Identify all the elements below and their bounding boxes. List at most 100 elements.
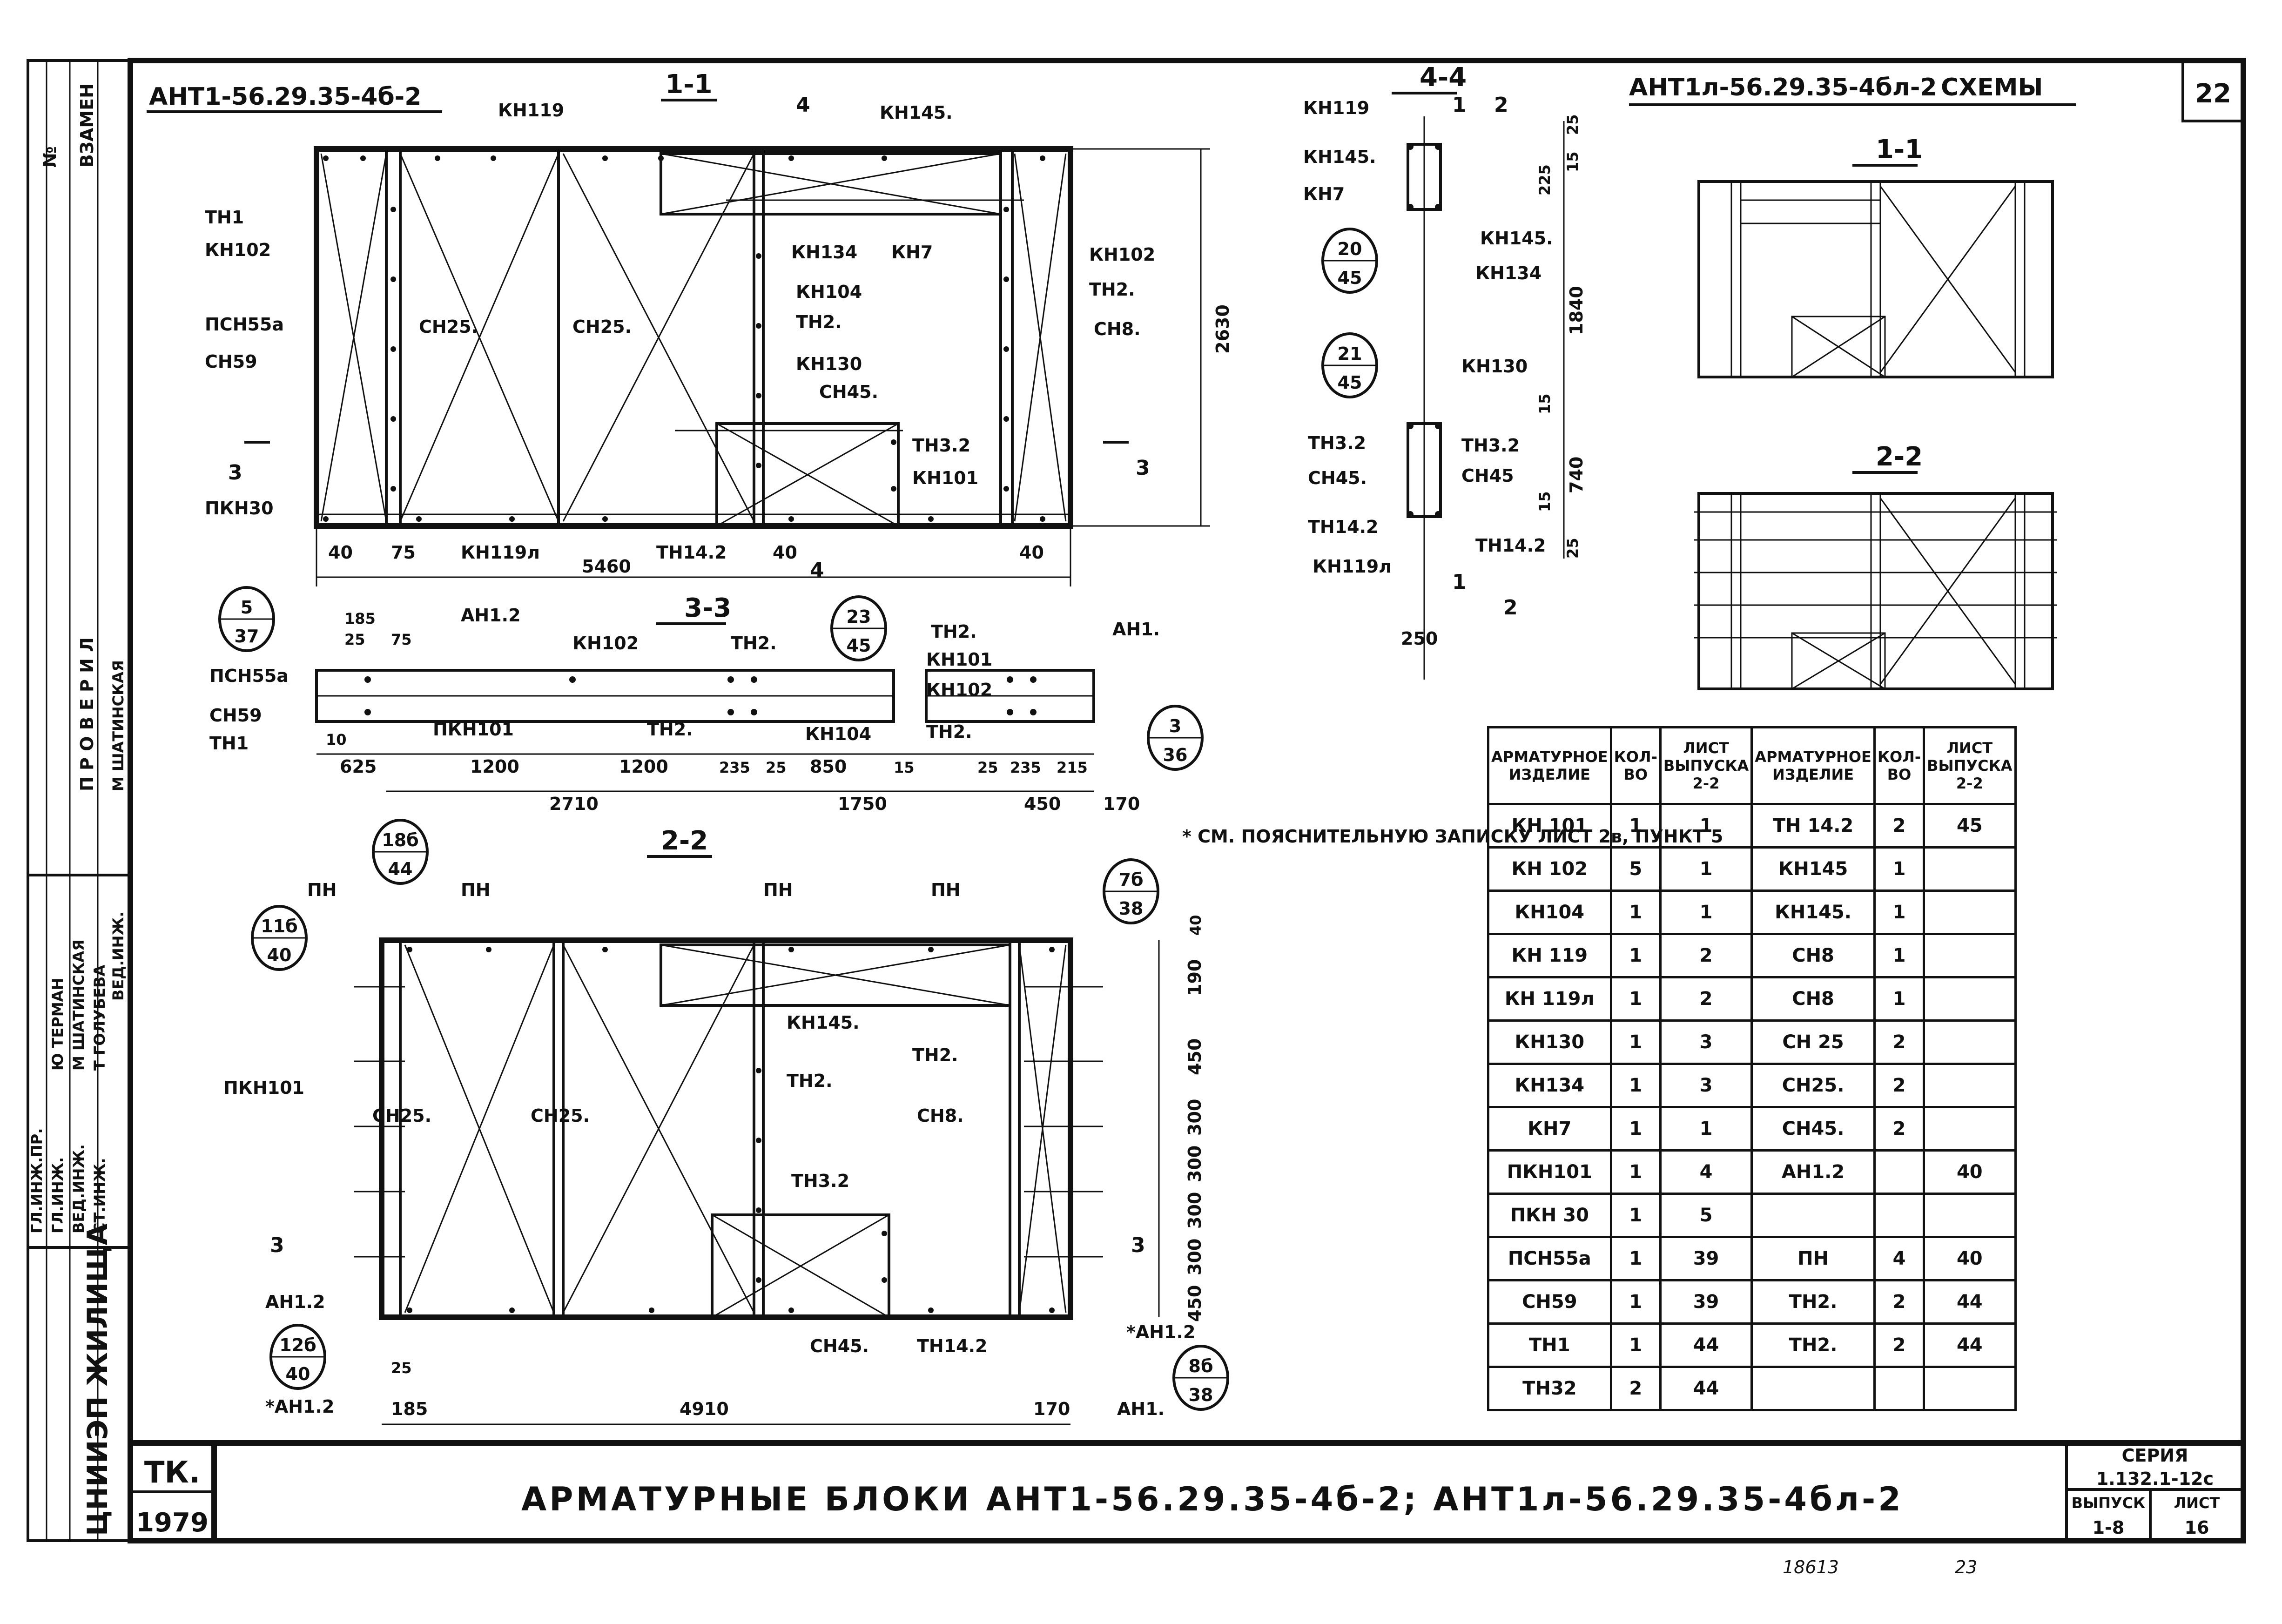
s44-label-sn45-b: СН45 xyxy=(1461,465,1514,486)
table-cell: 3 xyxy=(1659,1063,1753,1108)
s33-label-tn2-d: ТН2. xyxy=(926,721,972,742)
s11-label-tn32: ТН3.2 xyxy=(912,435,970,456)
s11-label-kn101: КН101 xyxy=(912,468,978,488)
stamp-name-3: Т ГОЛУБЕВА xyxy=(91,965,108,1071)
table-cell: 1 xyxy=(1659,889,1753,935)
s22-label-pn-4: ПН xyxy=(931,880,961,900)
svg-text:37: 37 xyxy=(235,626,259,647)
title-year: 1979 xyxy=(136,1508,209,1538)
stamp-proveril: П Р О В Е Р И Л xyxy=(77,637,97,791)
table-cell: 4 xyxy=(1659,1149,1753,1195)
s11-label-sn25-a: СН25. xyxy=(419,317,478,337)
s22-label-sn45: СН45. xyxy=(810,1336,869,1356)
s11-label-kn102-right: КН102 xyxy=(1089,244,1155,265)
svg-text:450: 450 xyxy=(1185,1038,1205,1075)
table-cell: 3 xyxy=(1659,1019,1753,1065)
table-cell: ТН2. xyxy=(1750,1279,1876,1325)
s11-dim-75: 75 xyxy=(391,542,416,563)
s33-label-pkn101: ПКН101 xyxy=(433,719,514,740)
section-4-4-title: 4-4 xyxy=(1420,62,1467,93)
section-4-4: 4-4 КН119 КН145. КН7 КН145. КН134 КН130 … xyxy=(1303,62,1587,680)
s33-dim-25b: 25 xyxy=(766,759,787,776)
s22-label-sn25-b: СН25. xyxy=(531,1105,590,1126)
s11-sec4-bottom: 4 xyxy=(810,559,824,582)
spec-table: АРМАТУРНОЕ ИЗДЕЛИЕ КОЛ-ВО ЛИСТ ВЫПУСКА 2… xyxy=(1487,726,2017,1411)
section-1-1: 1-1 xyxy=(205,69,1233,586)
svg-text:45: 45 xyxy=(1338,268,1362,288)
stamp-org: ЦНИИЭП ЖИЛИЩА xyxy=(81,1223,114,1536)
svg-text:450: 450 xyxy=(1185,1285,1205,1322)
s11-label-sn8: СН8. xyxy=(1094,319,1141,339)
table-cell: 1 xyxy=(1609,1236,1662,1281)
s11-label-tn142: ТН14.2 xyxy=(656,542,727,563)
callout-3-36: 3 36 xyxy=(1147,705,1204,771)
svg-text:25: 25 xyxy=(1564,538,1582,559)
s11-label-kn145: КН145. xyxy=(880,102,953,123)
top-left-code: АНТ1-56.29.35-4б-2 xyxy=(149,83,421,111)
svg-text:3: 3 xyxy=(1169,716,1181,736)
s11-label-kn102-left: КН102 xyxy=(205,240,271,260)
stamp-role-2: ГЛ.ИНЖ. xyxy=(49,1157,67,1233)
stamp-role-5: ВЕД.ИНЖ. xyxy=(109,911,127,1001)
s33-dim-75: 75 xyxy=(391,631,412,648)
table-cell: 2 xyxy=(1659,933,1753,978)
table-cell: 1 xyxy=(1609,976,1662,1022)
s33-dim-235: 235 xyxy=(719,759,750,776)
table-cell: 1 xyxy=(1873,976,1925,1022)
table-cell xyxy=(1923,1106,2017,1152)
side-stamp: ВЗАМЕН № П Р О В Е Р И Л Ю ТЕРМАН М ШАТИ… xyxy=(27,59,132,1542)
s22-label-pn-2: ПН xyxy=(461,880,491,900)
s22-label-pn-3: ПН xyxy=(763,880,793,900)
svg-text:15: 15 xyxy=(1564,151,1582,172)
table-cell xyxy=(1750,1366,1876,1411)
table-cell: 1 xyxy=(1609,1106,1662,1152)
svg-text:38: 38 xyxy=(1189,1385,1213,1405)
s11-label-tn1: ТН1 xyxy=(205,207,244,228)
table-cell: 1 xyxy=(1609,1149,1662,1195)
table-cell: КН130 xyxy=(1487,1019,1612,1065)
callouts: 5 37 23 45 3 36 20 45 21 45 18б 44 11б 4… xyxy=(218,228,1378,1411)
s33-label-kn101: КН101 xyxy=(926,649,992,670)
table-cell xyxy=(1923,933,2017,978)
table-cell: 1 xyxy=(1609,1063,1662,1108)
table-cell: КН104 xyxy=(1487,889,1612,935)
table-cell: СН25. xyxy=(1750,1063,1876,1108)
table-cell: КН 119 xyxy=(1487,933,1612,978)
svg-text:45: 45 xyxy=(1338,372,1362,393)
s11-label-sn45: СН45. xyxy=(819,382,878,402)
s33-label-tn2-a: ТН2. xyxy=(731,633,777,654)
s22-label-tn2-a: ТН2. xyxy=(912,1045,958,1065)
table-cell xyxy=(1873,1366,1925,1411)
svg-text:44: 44 xyxy=(388,859,413,879)
svg-text:740: 740 xyxy=(1566,457,1587,493)
s33-dim-25: 25 xyxy=(344,631,365,648)
s11-label-kn119: КН119 xyxy=(498,100,564,121)
s33-dim-15: 15 xyxy=(894,759,915,776)
s11-sec4-top: 4 xyxy=(796,93,810,117)
s11-label-kn119l: КН119л xyxy=(461,542,540,563)
s33-dim-1200b: 1200 xyxy=(619,756,668,777)
table-cell xyxy=(1873,1149,1925,1195)
table-cell: 1 xyxy=(1873,889,1925,935)
table-cell xyxy=(1873,1193,1925,1238)
table-cell: 2 xyxy=(1873,1063,1925,1108)
s33-label-tn1: ТН1 xyxy=(209,733,249,754)
schemes-label: СХЕМЫ xyxy=(1941,74,2043,101)
table-cell: 45 xyxy=(1923,803,2017,849)
s44-label-kn134: КН134 xyxy=(1475,263,1542,283)
scheme-2-2: 2-2 xyxy=(1694,442,2057,690)
stamp-name-2: М ШАТИНСКАЯ xyxy=(70,939,88,1071)
svg-text:40: 40 xyxy=(267,945,292,965)
s33-label-kn102-r: КН102 xyxy=(926,680,992,700)
s22-label-tn32: ТН3.2 xyxy=(791,1171,849,1191)
table-cell: АН1.2 xyxy=(1750,1149,1876,1195)
table-cell: КН7 xyxy=(1487,1106,1612,1152)
svg-text:1840: 1840 xyxy=(1566,286,1587,335)
